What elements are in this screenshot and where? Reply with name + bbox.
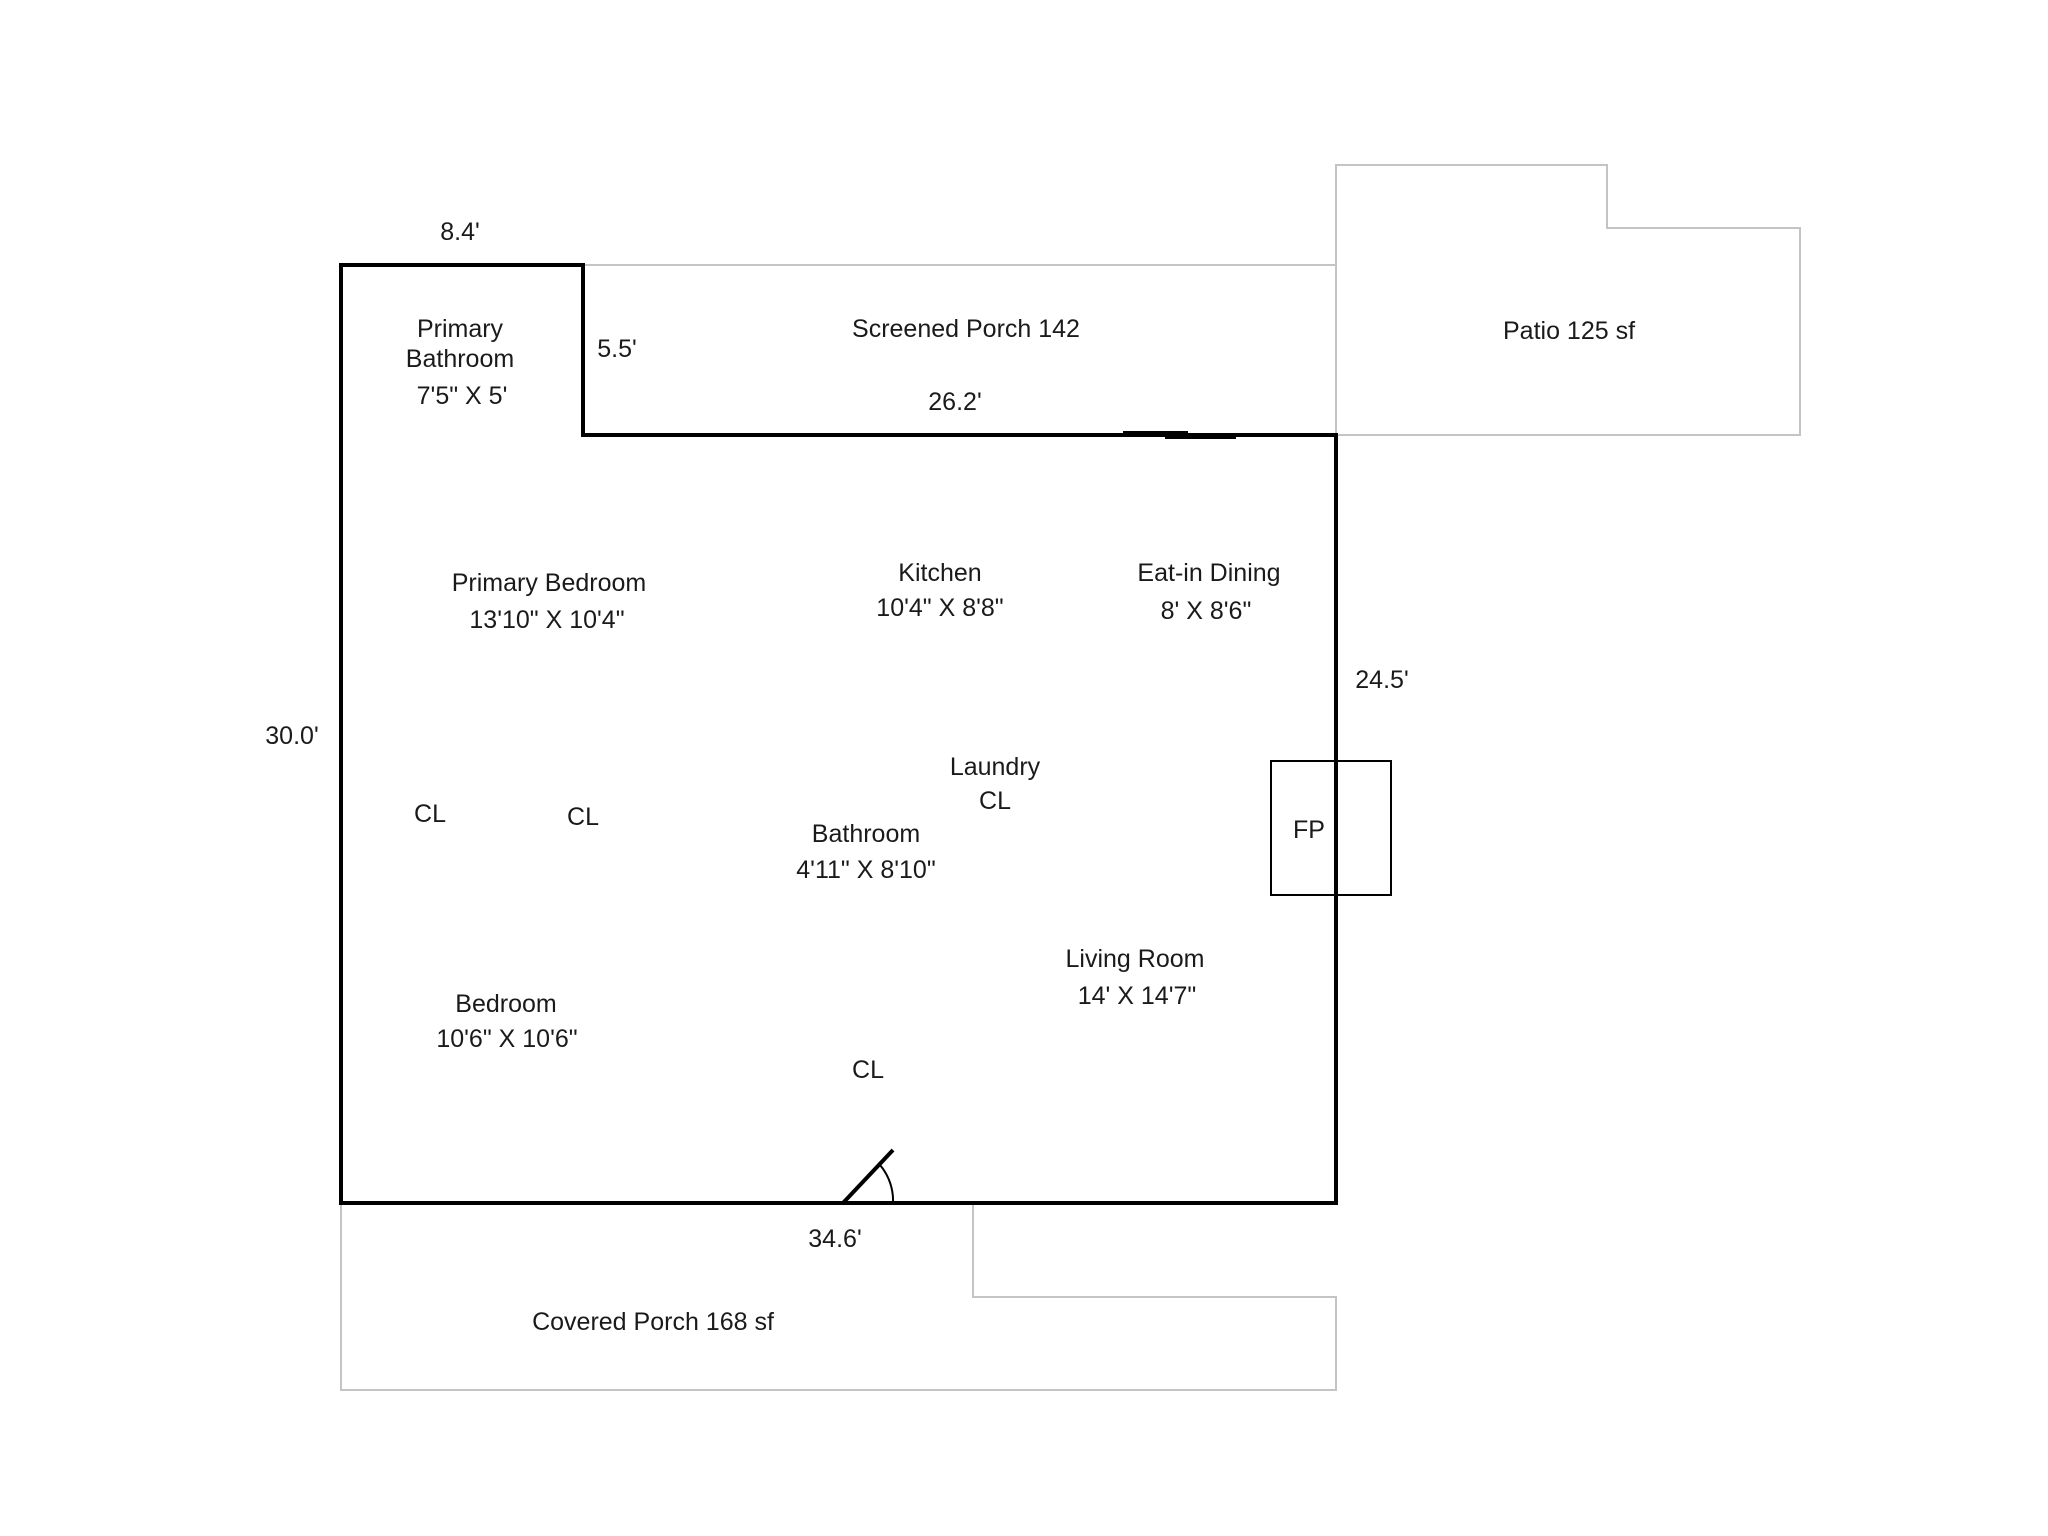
kitchen-label: Kitchen	[898, 559, 981, 587]
fireplace-label: FP	[1293, 816, 1325, 844]
house-exterior-walls	[339, 263, 1338, 1205]
covered-porch-label: Covered Porch 168 sf	[532, 1308, 774, 1336]
primary-bedroom-label: Primary Bedroom	[452, 569, 647, 597]
dimension-bottom: 34.6'	[808, 1225, 861, 1253]
primary-bathroom-label-line1: Primary	[417, 315, 504, 343]
living-room-size: 14' X 14'7"	[1078, 982, 1197, 1010]
dimension-notch-vertical: 5.5'	[597, 335, 637, 363]
front-door-leaf	[841, 1148, 895, 1205]
screened-porch-label: Screened Porch 142	[852, 315, 1080, 343]
closet-label-1: CL	[414, 800, 446, 828]
bedroom-label: Bedroom	[455, 990, 556, 1018]
dimension-right: 24.5'	[1355, 666, 1408, 694]
dimension-notch-horizontal: 26.2'	[928, 388, 981, 416]
eat-in-dining-size: 8' X 8'6"	[1161, 597, 1252, 625]
laundry-label: Laundry	[950, 753, 1041, 781]
patio-outline	[1335, 164, 1801, 436]
front-door-swing-arc	[879, 1164, 895, 1204]
dimension-left: 30.0'	[265, 722, 318, 750]
dimension-top: 8.4'	[440, 218, 480, 246]
primary-bathroom-size: 7'5" X 5'	[417, 382, 508, 410]
bedroom-size: 10'6" X 10'6"	[436, 1025, 577, 1053]
primary-bedroom-size: 13'10" X 10'4"	[469, 606, 624, 634]
laundry-closet-label: CL	[979, 787, 1011, 815]
fireplace-box	[1270, 760, 1392, 896]
closet-label-3: CL	[852, 1056, 884, 1084]
bathroom-size: 4'11" X 8'10"	[796, 856, 935, 884]
eat-in-dining-label: Eat-in Dining	[1137, 559, 1280, 587]
kitchen-size: 10'4" X 8'8"	[876, 594, 1003, 622]
covered-porch-outline	[340, 1203, 1337, 1391]
bathroom-label: Bathroom	[812, 820, 920, 848]
patio-label: Patio 125 sf	[1503, 317, 1635, 345]
primary-bathroom-label-line2: Bathroom	[406, 345, 514, 373]
living-room-label: Living Room	[1066, 945, 1205, 973]
closet-label-2: CL	[567, 803, 599, 831]
